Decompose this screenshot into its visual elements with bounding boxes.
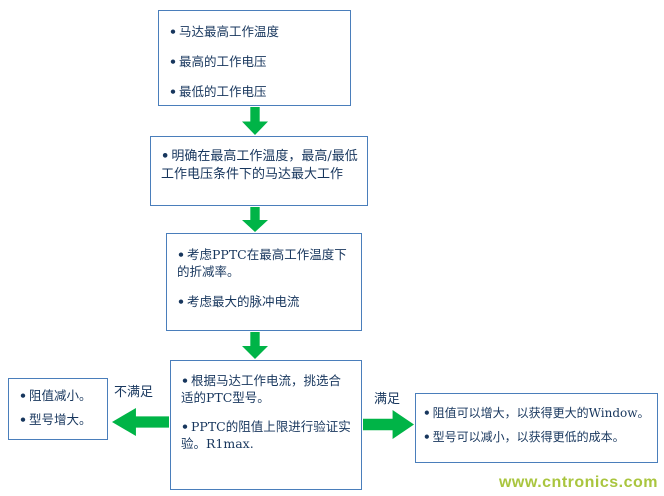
list-item: 最高的工作电压 (169, 54, 342, 71)
label-not-satisfied: 不满足 (114, 385, 154, 400)
list-item: 阻值减小。 (19, 388, 99, 405)
list-item: PPTC的阻值上限进行验证实验。R1max. (181, 419, 353, 453)
list-item: 根据马达工作电流，挑选合适的PTC型号。 (181, 373, 353, 407)
arrow-down-1-icon (242, 107, 268, 135)
box-select-ptc-model: 根据马达工作电流，挑选合适的PTC型号。 PPTC的阻值上限进行验证实验。R1m… (170, 360, 362, 490)
list-item: 马达最高工作温度 (169, 24, 342, 41)
list-item: 考虑最大的脉冲电流 (177, 294, 353, 311)
box-max-working-current: 明确在最高工作温度，最高/最低工作电压条件下的马达最大工作 (150, 136, 368, 206)
list-item: 最低的工作电压 (169, 84, 342, 101)
list-item: 型号增大。 (19, 412, 99, 429)
arrow-down-2-icon (242, 207, 268, 232)
box-pptc-derating: 考虑PPTC在最高工作温度下的折减率。 考虑最大的脉冲电流 (166, 233, 362, 331)
box-not-satisfied-actions: 阻值减小。 型号增大。 (8, 378, 108, 440)
arrow-left-icon (112, 408, 169, 436)
list-item: 明确在最高工作温度，最高/最低工作电压条件下的马达最大工作 (161, 148, 359, 183)
arrow-down-3-icon (242, 332, 268, 359)
arrow-right-icon (363, 410, 414, 439)
label-satisfied: 满足 (374, 392, 401, 407)
box-satisfied-actions: 阻值可以增大，以获得更大的Window。 型号可以减小，以获得更低的成本。 (415, 393, 658, 463)
list-item: 阻值可以增大，以获得更大的Window。 (423, 405, 653, 421)
box-motor-parameters: 马达最高工作温度 最高的工作电压 最低的工作电压 (158, 10, 351, 106)
list-item: 考虑PPTC在最高工作温度下的折减率。 (177, 247, 353, 281)
watermark: www.cntronics.com (498, 474, 658, 491)
list-item: 型号可以减小，以获得更低的成本。 (423, 429, 653, 445)
